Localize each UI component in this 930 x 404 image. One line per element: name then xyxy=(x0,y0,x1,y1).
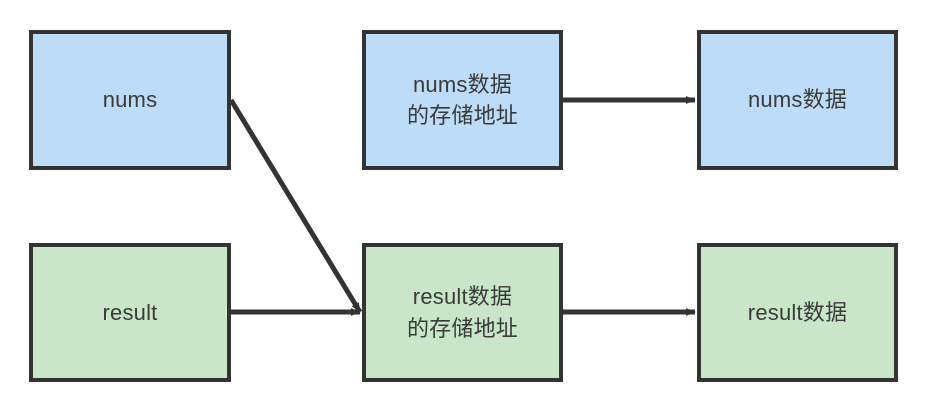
node-nums-address-line-1: nums数据 xyxy=(413,71,512,97)
node-nums-var: nums xyxy=(29,30,231,170)
node-nums-address: nums数据 的存储地址 xyxy=(362,30,563,170)
node-result-var: result xyxy=(29,243,231,382)
edge-nums-to-result-address xyxy=(228,98,363,314)
node-result-data: result数据 xyxy=(697,243,898,382)
node-result-address-line-1: result数据 xyxy=(412,284,513,310)
node-result-address-line-2: 的存储地址 xyxy=(406,315,518,341)
node-nums-address-line-2: 的存储地址 xyxy=(406,103,518,128)
node-nums-data-line-1: nums数据 xyxy=(748,87,847,113)
node-nums-var-line-1: nums xyxy=(102,87,158,113)
node-result-address: result数据 的存储地址 xyxy=(362,243,563,382)
node-result-var-line-1: result xyxy=(102,299,158,325)
node-nums-data: nums数据 xyxy=(697,30,898,170)
node-result-data-line-1: result数据 xyxy=(747,299,848,325)
